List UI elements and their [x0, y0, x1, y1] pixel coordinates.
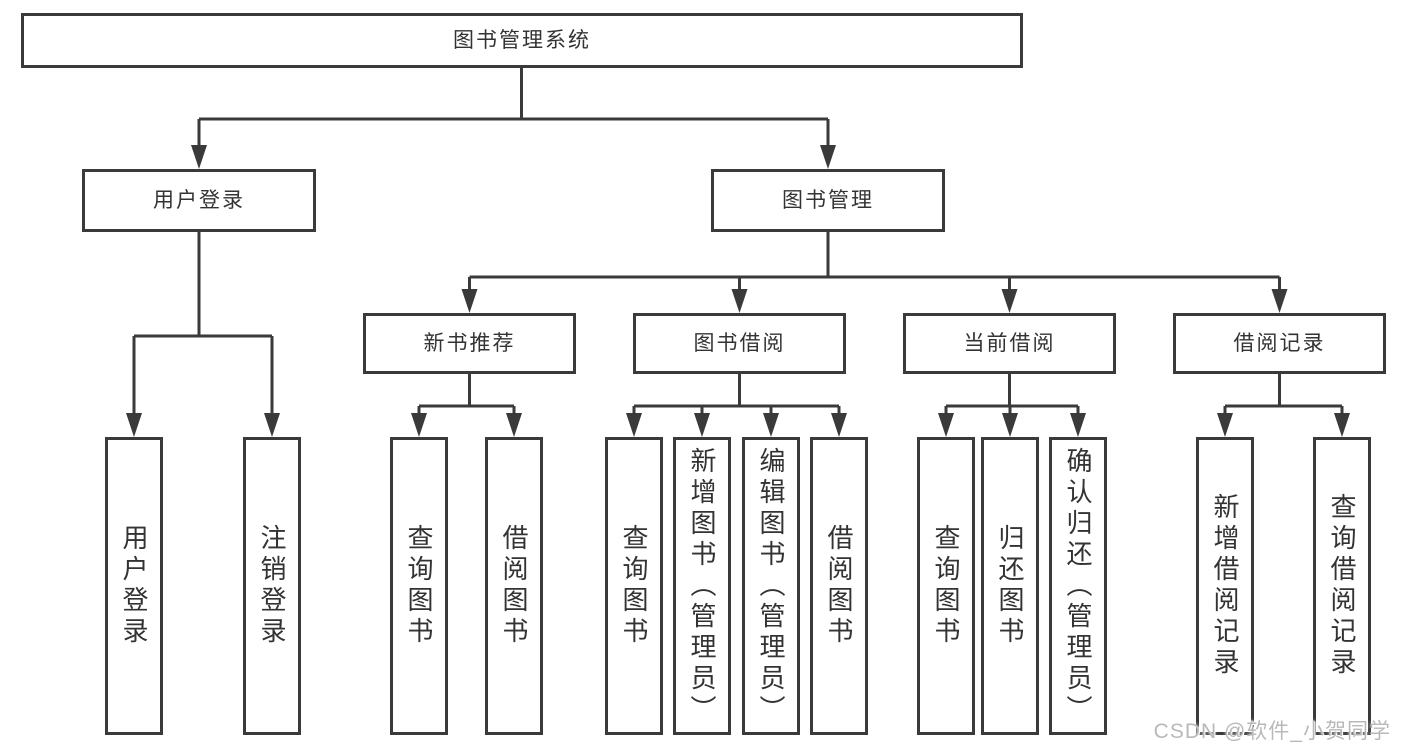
arrow-down-icon — [731, 289, 748, 313]
arrow-down-icon — [506, 413, 522, 437]
leaf-return-books: 归还图书 — [981, 437, 1039, 735]
node-current-borrow-label: 当前借阅 — [963, 332, 1056, 355]
connector-current-borrow-branch — [944, 374, 1080, 415]
node-book-management: 图书管理 — [711, 169, 945, 232]
csdn-watermark: CSDN @软件_小贺同学 — [1153, 720, 1391, 743]
leaf-label: 归还图书 — [995, 524, 1025, 648]
leaf-confirm-return-admin: 确认归还（管理员） — [1049, 437, 1107, 735]
node-borrow-records-label: 借阅记录 — [1233, 332, 1326, 355]
node-new-book-recommend-label: 新书推荐 — [423, 332, 516, 355]
arrow-down-icon — [938, 413, 954, 437]
arrow-down-icon — [1217, 413, 1233, 437]
connector-new-book-branch — [417, 374, 516, 415]
node-book-borrow: 图书借阅 — [633, 313, 846, 374]
leaf-add-books-admin: 新增图书（管理员） — [673, 437, 731, 735]
node-user-login: 用户登录 — [82, 169, 316, 232]
arrow-down-icon — [126, 413, 142, 437]
arrow-down-icon — [820, 145, 836, 169]
leaf-label: 查询图书 — [619, 524, 649, 648]
arrow-down-icon — [763, 413, 779, 437]
leaf-borrow-books: 借阅图书 — [810, 437, 868, 735]
arrow-down-icon — [461, 289, 478, 313]
node-root: 图书管理系统 — [21, 13, 1023, 68]
leaf-label: 借阅图书 — [824, 524, 854, 648]
leaf-label: 确认归还（管理员） — [1063, 446, 1093, 726]
arrow-down-icon — [626, 413, 642, 437]
leaf-add-borrow-record: 新增借阅记录 — [1196, 437, 1254, 735]
arrow-down-icon — [1002, 413, 1018, 437]
arrow-down-icon — [831, 413, 847, 437]
leaf-query-books-recommend: 查询图书 — [390, 437, 448, 735]
node-new-book-recommend: 新书推荐 — [363, 313, 576, 374]
arrow-down-icon — [411, 413, 427, 437]
arrow-down-icon — [1070, 413, 1086, 437]
leaf-label: 新增图书（管理员） — [687, 446, 717, 726]
node-book-borrow-label: 图书借阅 — [693, 332, 786, 355]
arrow-down-icon — [694, 413, 710, 437]
arrow-down-icon — [1271, 289, 1288, 313]
connector-user-login-branch — [132, 232, 274, 415]
arrow-down-icon — [191, 145, 207, 169]
leaf-query-books-borrow: 查询图书 — [605, 437, 663, 735]
node-user-login-label: 用户登录 — [153, 189, 245, 212]
leaf-borrow-books-recommend: 借阅图书 — [485, 437, 543, 735]
connector-book-borrow-branch — [632, 374, 841, 415]
leaf-logout: 注销登录 — [243, 437, 301, 735]
leaf-query-books-current: 查询图书 — [917, 437, 975, 735]
leaf-user-login: 用户登录 — [105, 437, 163, 735]
leaf-label: 用户登录 — [119, 524, 149, 648]
leaf-query-borrow-record: 查询借阅记录 — [1313, 437, 1371, 735]
leaf-label: 编辑图书（管理员） — [756, 446, 786, 726]
arrow-down-icon — [264, 413, 280, 437]
leaf-label: 注销登录 — [257, 524, 287, 648]
node-current-borrow: 当前借阅 — [903, 313, 1116, 374]
leaf-label: 查询图书 — [404, 524, 434, 648]
leaf-label: 查询借阅记录 — [1327, 493, 1357, 679]
node-borrow-records: 借阅记录 — [1173, 313, 1386, 374]
connector-borrow-records-branch — [1223, 374, 1344, 415]
leaf-edit-books-admin: 编辑图书（管理员） — [742, 437, 800, 735]
connector-root-to-level2 — [197, 68, 830, 147]
connector-book-management-branch — [468, 232, 1281, 291]
node-book-management-label: 图书管理 — [782, 189, 874, 212]
leaf-label: 查询图书 — [931, 524, 961, 648]
arrow-down-icon — [1001, 289, 1018, 313]
leaf-label: 新增借阅记录 — [1210, 493, 1240, 679]
leaf-label: 借阅图书 — [499, 524, 529, 648]
arrow-down-icon — [1334, 413, 1350, 437]
node-root-label: 图书管理系统 — [453, 29, 591, 52]
